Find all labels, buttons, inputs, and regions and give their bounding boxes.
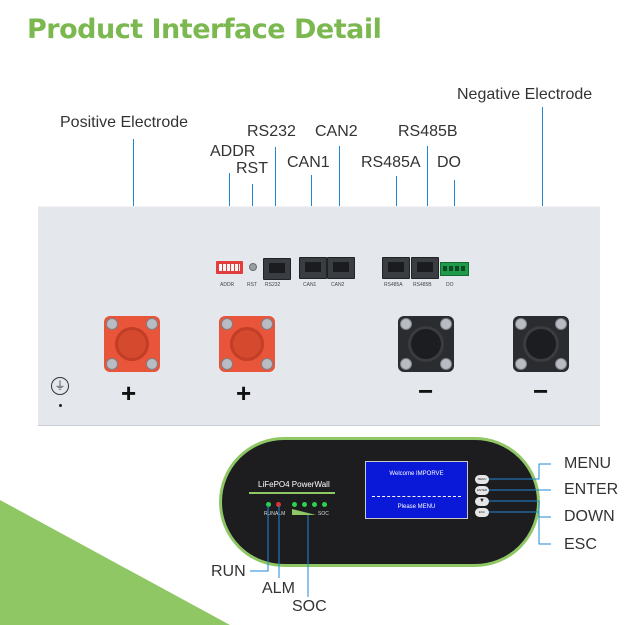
brand-label: LiFePO4 PowerWall — [258, 480, 330, 489]
esc-button[interactable]: ESC — [475, 508, 489, 517]
led-leaders — [250, 505, 309, 597]
callout-rs232: RS232 — [247, 123, 296, 140]
leader-can2 — [339, 146, 340, 258]
panel-label-can2: CAN2 — [331, 282, 345, 288]
callout-can1: CAN1 — [287, 154, 330, 171]
button-leaders — [489, 463, 551, 545]
do-terminal-block[interactable] — [440, 262, 469, 276]
callout-down: DOWN — [564, 508, 615, 525]
down-button[interactable]: ▼ — [475, 497, 489, 506]
soc-led-4 — [322, 502, 327, 507]
positive-terminal-1[interactable] — [104, 316, 160, 372]
callout-rst: RST — [236, 160, 268, 177]
led-label-alm: ALM — [275, 511, 286, 517]
led-label-soc: SOC — [318, 511, 329, 517]
lcd-line-2: Please MENU — [397, 504, 436, 510]
lcd-divider — [372, 496, 461, 497]
callout-positive-electrode: Positive Electrode — [60, 114, 189, 131]
panel-label-rs232: RS232 — [265, 282, 281, 288]
minus-sign-2: − — [533, 376, 549, 406]
callout-enter: ENTER — [564, 481, 619, 498]
addr-dip-switch[interactable] — [216, 261, 243, 274]
green-corner-decoration — [0, 500, 230, 625]
ground-screw — [59, 404, 62, 407]
panel-label-addr: ADDR — [220, 282, 235, 288]
panel-label-rs485b: RS485B — [413, 282, 432, 288]
run-led — [266, 502, 271, 507]
callout-can2: CAN2 — [315, 123, 358, 140]
positive-terminal-2[interactable] — [219, 316, 275, 372]
panel-label-do: DO — [446, 282, 454, 288]
soc-led-1 — [292, 502, 297, 507]
callout-esc: ESC — [564, 536, 597, 553]
rs485a-port[interactable] — [382, 257, 410, 279]
callout-alm: ALM — [262, 580, 295, 597]
brand-underline — [249, 492, 335, 494]
negative-terminal-2[interactable] — [513, 316, 569, 372]
callout-rs485b: RS485B — [398, 123, 458, 140]
chevron-down-icon: ▼ — [479, 498, 485, 504]
lcd-line-1: Welcome IMPORVE — [389, 471, 444, 477]
soc-wedge — [292, 509, 316, 515]
plus-sign-1: + — [121, 378, 137, 408]
rst-button[interactable] — [249, 263, 257, 271]
rs232-port[interactable] — [263, 258, 291, 280]
lcd-screen: Welcome IMPORVE Please MENU — [365, 461, 468, 519]
plus-sign-2: + — [236, 378, 252, 408]
callout-rs485a: RS485A — [361, 154, 421, 171]
leader-rs232 — [275, 147, 276, 259]
enter-button[interactable]: ENTER — [475, 486, 489, 495]
page-title: Product Interface Detail — [27, 14, 382, 45]
negative-terminal-1[interactable] — [398, 316, 454, 372]
panel-label-rst: RST — [247, 282, 257, 288]
led-label-run: RUN — [264, 511, 275, 517]
callout-negative-electrode: Negative Electrode — [457, 86, 593, 103]
minus-sign-1: − — [418, 376, 434, 406]
can2-port[interactable] — [327, 257, 355, 279]
callout-menu: MENU — [564, 455, 612, 472]
rs485b-port[interactable] — [411, 257, 439, 279]
panel-label-can1: CAN1 — [303, 282, 317, 288]
alm-led — [276, 502, 281, 507]
can1-port[interactable] — [299, 257, 327, 279]
callout-do: DO — [437, 154, 461, 171]
leader-rs485b — [427, 146, 428, 258]
callout-addr: ADDR — [210, 143, 256, 160]
callout-soc: SOC — [292, 598, 327, 615]
ground-icon: ⏚ — [51, 377, 69, 395]
menu-button[interactable]: MENU — [475, 475, 489, 484]
panel-label-rs485a: RS485A — [384, 282, 403, 288]
soc-led-2 — [302, 502, 307, 507]
soc-led-3 — [312, 502, 317, 507]
callout-run: RUN — [211, 563, 246, 580]
